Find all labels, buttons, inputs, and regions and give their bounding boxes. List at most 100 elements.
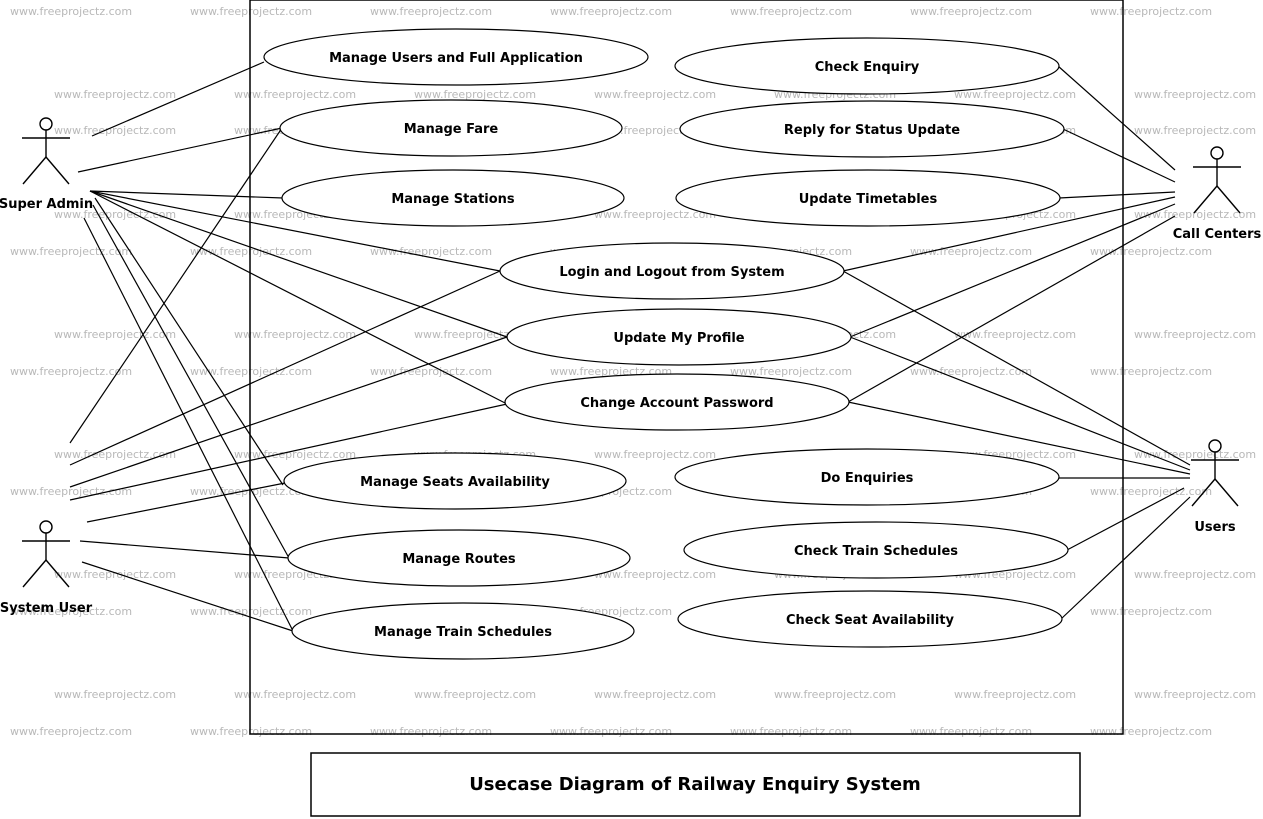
- association-system-user-change-password: [69, 403, 508, 501]
- usecase-ellipse: [674, 448, 1060, 506]
- watermark-text: www.freeprojectz.com: [10, 365, 132, 378]
- watermark-text: www.freeprojectz.com: [910, 5, 1032, 18]
- actor-super-admin: Super Admin: [0, 117, 93, 212]
- usecase-ellipse: [287, 529, 631, 587]
- watermark-text: www.freeprojectz.com: [550, 725, 672, 738]
- usecase-label: Update My Profile: [613, 331, 744, 346]
- watermark-text: www.freeprojectz.com: [1134, 208, 1256, 221]
- usecase-change-password: Change Account Password: [504, 373, 850, 431]
- use-cases: Manage Users and Full ApplicationManage …: [263, 28, 1069, 660]
- watermark-text: www.freeprojectz.com: [1134, 688, 1256, 701]
- watermark-text: www.freeprojectz.com: [1090, 485, 1212, 498]
- usecase-ellipse: [677, 590, 1063, 648]
- usecase-check-train-schedules: Check Train Schedules: [683, 521, 1069, 579]
- usecase-manage-seats: Manage Seats Availability: [283, 452, 627, 510]
- watermark-text: www.freeprojectz.com: [1090, 725, 1212, 738]
- usecase-label: Change Account Password: [580, 396, 773, 411]
- association-call-centers-check-enquiry: [1057, 65, 1176, 171]
- watermark-text: www.freeprojectz.com: [1090, 605, 1212, 618]
- usecase-label: Check Train Schedules: [794, 544, 958, 559]
- watermark-text: www.freeprojectz.com: [414, 88, 536, 101]
- watermark-text: www.freeprojectz.com: [10, 485, 132, 498]
- usecase-check-seat-availability: Check Seat Availability: [677, 590, 1063, 648]
- association-system-user-manage-fare: [69, 127, 283, 444]
- watermark-text: www.freeprojectz.com: [54, 328, 176, 341]
- association-users-update-profile: [849, 336, 1191, 471]
- usecase-label: Manage Seats Availability: [360, 475, 550, 490]
- usecase-manage-stations: Manage Stations: [281, 169, 625, 227]
- association-users-check-train-schedules: [1066, 487, 1185, 551]
- watermark-text: www.freeprojectz.com: [234, 328, 356, 341]
- usecase-label: Check Seat Availability: [786, 613, 955, 628]
- usecase-update-timetables: Update Timetables: [675, 169, 1061, 227]
- association-super-admin-manage-routes: [92, 204, 290, 559]
- watermark-text: www.freeprojectz.com: [594, 88, 716, 101]
- actor-label: Call Centers: [1173, 227, 1262, 242]
- usecase-ellipse: [283, 452, 627, 510]
- usecase-label: Login and Logout from System: [559, 265, 784, 280]
- actor-label: System User: [0, 601, 93, 616]
- actor-label: Super Admin: [0, 197, 93, 212]
- watermark-text: www.freeprojectz.com: [54, 568, 176, 581]
- association-users-change-password: [847, 401, 1191, 475]
- watermark-text: www.freeprojectz.com: [190, 5, 312, 18]
- watermark-text: www.freeprojectz.com: [774, 688, 896, 701]
- watermark-text: www.freeprojectz.com: [550, 5, 672, 18]
- watermark-text: www.freeprojectz.com: [594, 568, 716, 581]
- watermark-text: www.freeprojectz.com: [1134, 448, 1256, 461]
- association-super-admin-update-profile: [89, 190, 508, 338]
- association-super-admin-login-logout: [89, 190, 501, 272]
- usecase-manage-fare: Manage Fare: [279, 99, 623, 157]
- watermark-text: www.freeprojectz.com: [954, 328, 1076, 341]
- watermark-text: www.freeprojectz.com: [190, 725, 312, 738]
- association-super-admin-manage-users: [91, 61, 265, 137]
- watermark-text: www.freeprojectz.com: [10, 725, 132, 738]
- association-system-user-manage-seats: [86, 482, 286, 523]
- usecase-manage-train-schedules: Manage Train Schedules: [291, 602, 635, 660]
- watermark-text: www.freeprojectz.com: [190, 365, 312, 378]
- association-system-user-manage-routes: [79, 540, 290, 559]
- watermark-text: www.freeprojectz.com: [1134, 328, 1256, 341]
- associations: [69, 61, 1191, 632]
- association-super-admin-change-password: [89, 190, 508, 405]
- usecase-ellipse: [291, 602, 635, 660]
- usecase-ellipse: [506, 308, 852, 366]
- usecase-label: Check Enquiry: [815, 60, 920, 75]
- usecase-check-enquiry: Check Enquiry: [674, 37, 1060, 95]
- stick-figure-icon: [1193, 146, 1241, 214]
- watermark-text: www.freeprojectz.com: [910, 365, 1032, 378]
- usecase-ellipse: [263, 28, 649, 86]
- usecase-ellipse: [675, 169, 1061, 227]
- association-call-centers-update-timetables: [1058, 191, 1176, 199]
- system-boundary: [249, 0, 1124, 735]
- watermark-text: www.freeprojectz.com: [234, 688, 356, 701]
- stick-figure-icon: [22, 117, 70, 185]
- usecase-do-enquiries: Do Enquiries: [674, 448, 1060, 506]
- usecase-login-logout: Login and Logout from System: [499, 242, 845, 300]
- usecase-label: Manage Fare: [404, 122, 499, 137]
- association-call-centers-update-profile: [849, 203, 1176, 338]
- actor-label: Users: [1194, 520, 1236, 535]
- usecase-label: Do Enquiries: [821, 471, 914, 486]
- watermark-text: www.freeprojectz.com: [54, 448, 176, 461]
- usecase-label: Reply for Status Update: [784, 123, 960, 138]
- usecase-label: Manage Routes: [402, 552, 516, 567]
- watermark-text: www.freeprojectz.com: [594, 688, 716, 701]
- usecase-reply-status: Reply for Status Update: [679, 100, 1065, 158]
- watermark-text: www.freeprojectz.com: [1134, 88, 1256, 101]
- watermark-text: www.freeprojectz.com: [910, 245, 1032, 258]
- watermark-text: www.freeprojectz.com: [370, 725, 492, 738]
- watermark-text: www.freeprojectz.com: [10, 605, 132, 618]
- association-call-centers-reply-status: [1062, 128, 1176, 183]
- watermark-text: www.freeprojectz.com: [1090, 245, 1212, 258]
- association-system-user-update-profile: [69, 336, 508, 488]
- association-call-centers-login-logout: [842, 196, 1176, 272]
- watermark-text: www.freeprojectz.com: [594, 448, 716, 461]
- watermark-text: www.freeprojectz.com: [190, 605, 312, 618]
- watermark-text: www.freeprojectz.com: [370, 365, 492, 378]
- usecase-update-profile: Update My Profile: [506, 308, 852, 366]
- actor-call-centers: Call Centers: [1173, 146, 1262, 242]
- usecase-ellipse: [504, 373, 850, 431]
